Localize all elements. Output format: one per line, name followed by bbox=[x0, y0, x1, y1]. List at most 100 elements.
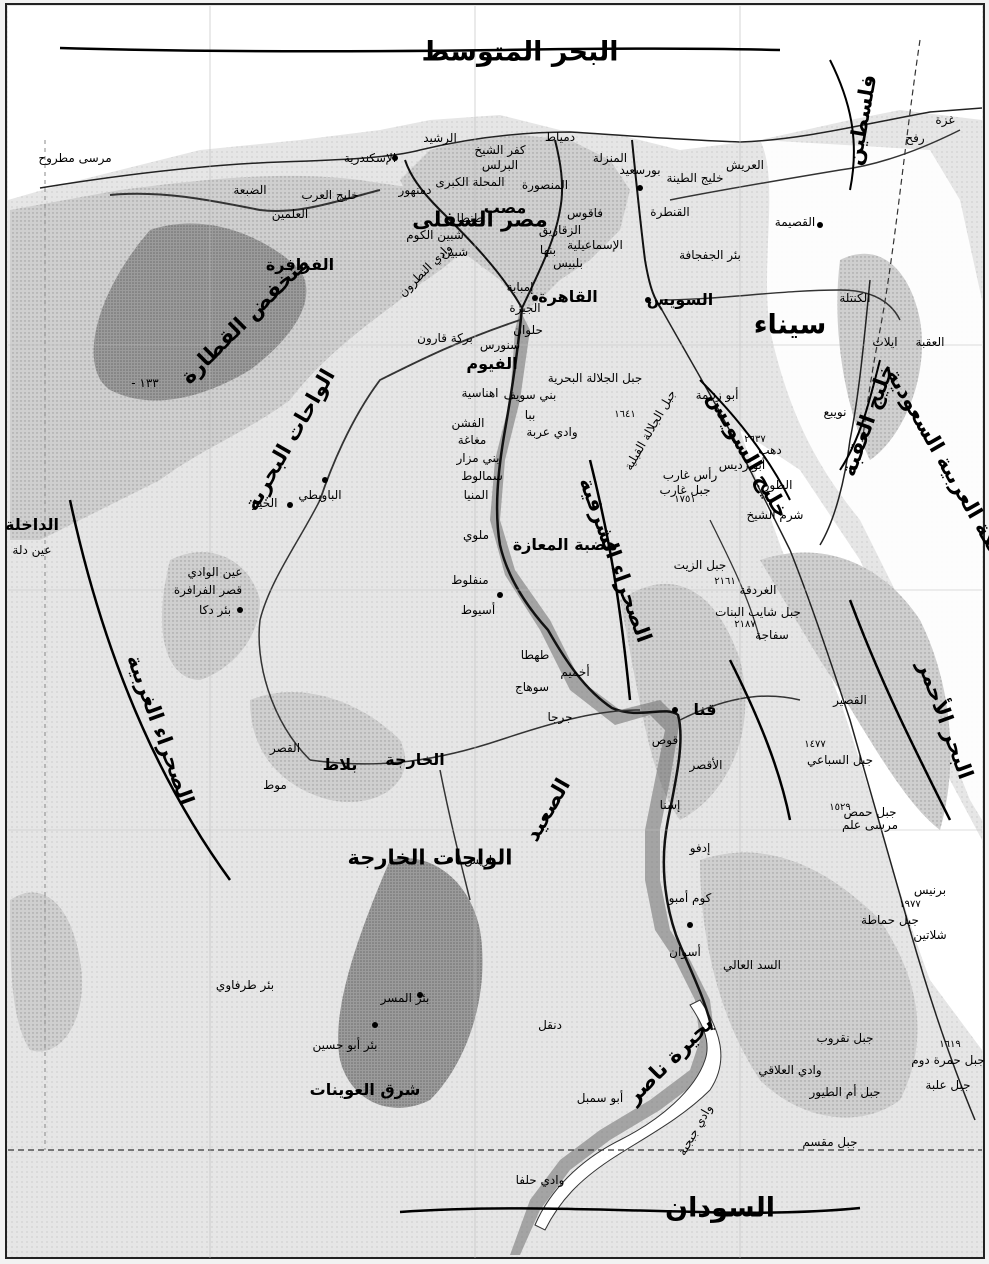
label-ihnasia: اهناسية bbox=[461, 386, 499, 400]
label-bawiti: الباويطي bbox=[298, 488, 342, 502]
label-bilbeis: بلبيس bbox=[553, 256, 583, 270]
label-kuntilla: الكنتلة bbox=[839, 291, 871, 305]
label-aqaba: العقبة bbox=[915, 335, 945, 349]
label-kharga: الخارجة bbox=[385, 750, 445, 769]
label-wadi-araba: وادي عربة bbox=[526, 425, 578, 439]
label-tanta: طنطا bbox=[456, 211, 484, 225]
label-bir-abu-husein: بئر أبو حسين bbox=[312, 1038, 378, 1052]
elev-2161: ٢١٦١ bbox=[714, 576, 736, 587]
label-luxor: الأقصر bbox=[689, 758, 723, 772]
label-qattara-depth: ١٣٣ - bbox=[131, 376, 159, 390]
label-marsa-matruh: مرسى مطروح bbox=[38, 151, 112, 165]
palestine-curve bbox=[829, 59, 855, 191]
label-qarun: بركة قارون bbox=[417, 331, 473, 345]
red-sea-mountains bbox=[760, 552, 951, 830]
label-sohag: سوهاج bbox=[515, 680, 549, 694]
label-mut: موط bbox=[263, 778, 287, 792]
label-shayib: جبل شايب البنات bbox=[715, 605, 801, 619]
label-khalij-arab: خليج العرب bbox=[301, 188, 359, 202]
gulf-suez-coast bbox=[661, 309, 791, 551]
label-sinai: سيناء bbox=[753, 309, 827, 341]
label-beni-suef: بني سويف bbox=[503, 388, 557, 402]
red-sea-coast-line bbox=[789, 549, 976, 1121]
label-damietta: دمياط bbox=[544, 130, 576, 144]
suez-canal bbox=[631, 139, 663, 311]
label-ras-gharib: رأس غارب bbox=[662, 468, 718, 482]
label-fayoum: الفيوم bbox=[466, 354, 518, 373]
label-quseima: القصيمة bbox=[774, 215, 816, 229]
rosetta-branch bbox=[404, 159, 523, 309]
label-dunqul: دنقل bbox=[538, 1018, 562, 1032]
label-giza: الجيزة bbox=[509, 301, 541, 315]
label-tina: خليج الطينة bbox=[666, 171, 724, 185]
label-akhmim: أخميم bbox=[560, 665, 590, 679]
eastern-road bbox=[709, 519, 761, 641]
red-sea-curve bbox=[848, 599, 952, 821]
kharga-south bbox=[338, 858, 483, 1108]
label-faqus: فاقوس bbox=[567, 206, 603, 220]
label-sudan: السودان bbox=[665, 1192, 775, 1224]
label-abu-zenima: أبو زنيمة bbox=[695, 388, 739, 402]
label-um-tuyur: جبل أم الطيور bbox=[809, 1085, 881, 1099]
label-alexandria: الإسكندرية bbox=[343, 151, 397, 165]
label-port-said: بورسعيد bbox=[619, 163, 661, 177]
bahariya-road bbox=[319, 319, 521, 501]
label-baris: باريس bbox=[464, 853, 496, 867]
label-mansoura: المنصورة bbox=[521, 178, 569, 192]
label-abu-simbel: أبو سمبل bbox=[576, 1091, 624, 1105]
label-qus: قوص bbox=[651, 733, 679, 747]
label-farafra-top: الفرافرة bbox=[265, 255, 335, 274]
label-shubra: شبين bbox=[441, 245, 469, 259]
label-mediterranean: البحر المتوسط bbox=[421, 36, 619, 68]
eastern-hills bbox=[620, 583, 746, 820]
label-beni-mazar: بني مزار bbox=[456, 451, 500, 465]
label-girga: جرجا bbox=[547, 710, 573, 724]
qattara-depression bbox=[93, 223, 307, 401]
label-shebin: شبين الكوم bbox=[406, 228, 464, 242]
label-nuweiba: نويبع bbox=[823, 405, 847, 419]
label-ein: عين دلة bbox=[12, 543, 52, 557]
label-abu-rudeis: أبو رديس bbox=[718, 458, 766, 472]
sinai-north-road bbox=[669, 129, 961, 201]
coastal-road bbox=[109, 189, 381, 212]
label-sharq-oweinat: شرق العوينات bbox=[309, 1080, 421, 1099]
label-beba: ببا bbox=[524, 408, 536, 422]
label-helwan: حلوان bbox=[513, 323, 543, 337]
label-kharga-oases: الواحات الخارجة bbox=[347, 845, 513, 870]
baris-road bbox=[439, 769, 471, 901]
label-wadi-allaqi: وادي العلاقي bbox=[758, 1063, 822, 1077]
mediterranean-coast bbox=[39, 107, 983, 189]
label-high-dam: السد العالي bbox=[723, 958, 781, 972]
label-bir-dakhla: بئر دكا bbox=[198, 603, 232, 617]
label-balat: بلاط bbox=[322, 755, 358, 774]
label-ismailia: الإسماعيلية bbox=[567, 238, 623, 252]
label-dabaa: الضبعة bbox=[233, 183, 267, 197]
label-nile-delta: مصب bbox=[483, 198, 527, 217]
label-manfalut: منفلوط bbox=[451, 573, 489, 587]
label-kom-ombo: كوم أمبو bbox=[668, 891, 712, 905]
label-lower-egypt: مصر السفلى bbox=[412, 207, 548, 232]
label-tahta: طهطا bbox=[520, 648, 550, 662]
label-wadi-halfa: وادي حلفا bbox=[515, 1173, 565, 1187]
label-edfu: إدفو bbox=[689, 841, 711, 855]
label-hamra: جبل حمرة دوم bbox=[911, 1053, 985, 1067]
nile-river bbox=[495, 307, 714, 1031]
gulf-aqaba-coast bbox=[819, 279, 871, 546]
label-bir-misaha: بئر المسر bbox=[380, 991, 430, 1005]
gilf-region bbox=[10, 892, 82, 1052]
eastern-border bbox=[859, 39, 921, 461]
western-desert-curve bbox=[68, 499, 232, 881]
label-qasr-farafra: قصر الفرافرة bbox=[173, 583, 243, 597]
sinai-mountains bbox=[837, 253, 922, 460]
eastern-desert-curve-2 bbox=[728, 659, 792, 821]
label-marsa-alam: مرسى علم bbox=[841, 818, 899, 832]
graticule bbox=[8, 6, 982, 1258]
label-cairo: القاهرة bbox=[538, 287, 598, 306]
nile-delta bbox=[400, 135, 630, 310]
label-galala-n: جبل الجلالة البحرية bbox=[547, 371, 643, 385]
label-esna: إسنا bbox=[659, 798, 681, 812]
suez-gulf-curve bbox=[699, 379, 791, 501]
label-elba: جبل علبة bbox=[925, 1078, 971, 1092]
